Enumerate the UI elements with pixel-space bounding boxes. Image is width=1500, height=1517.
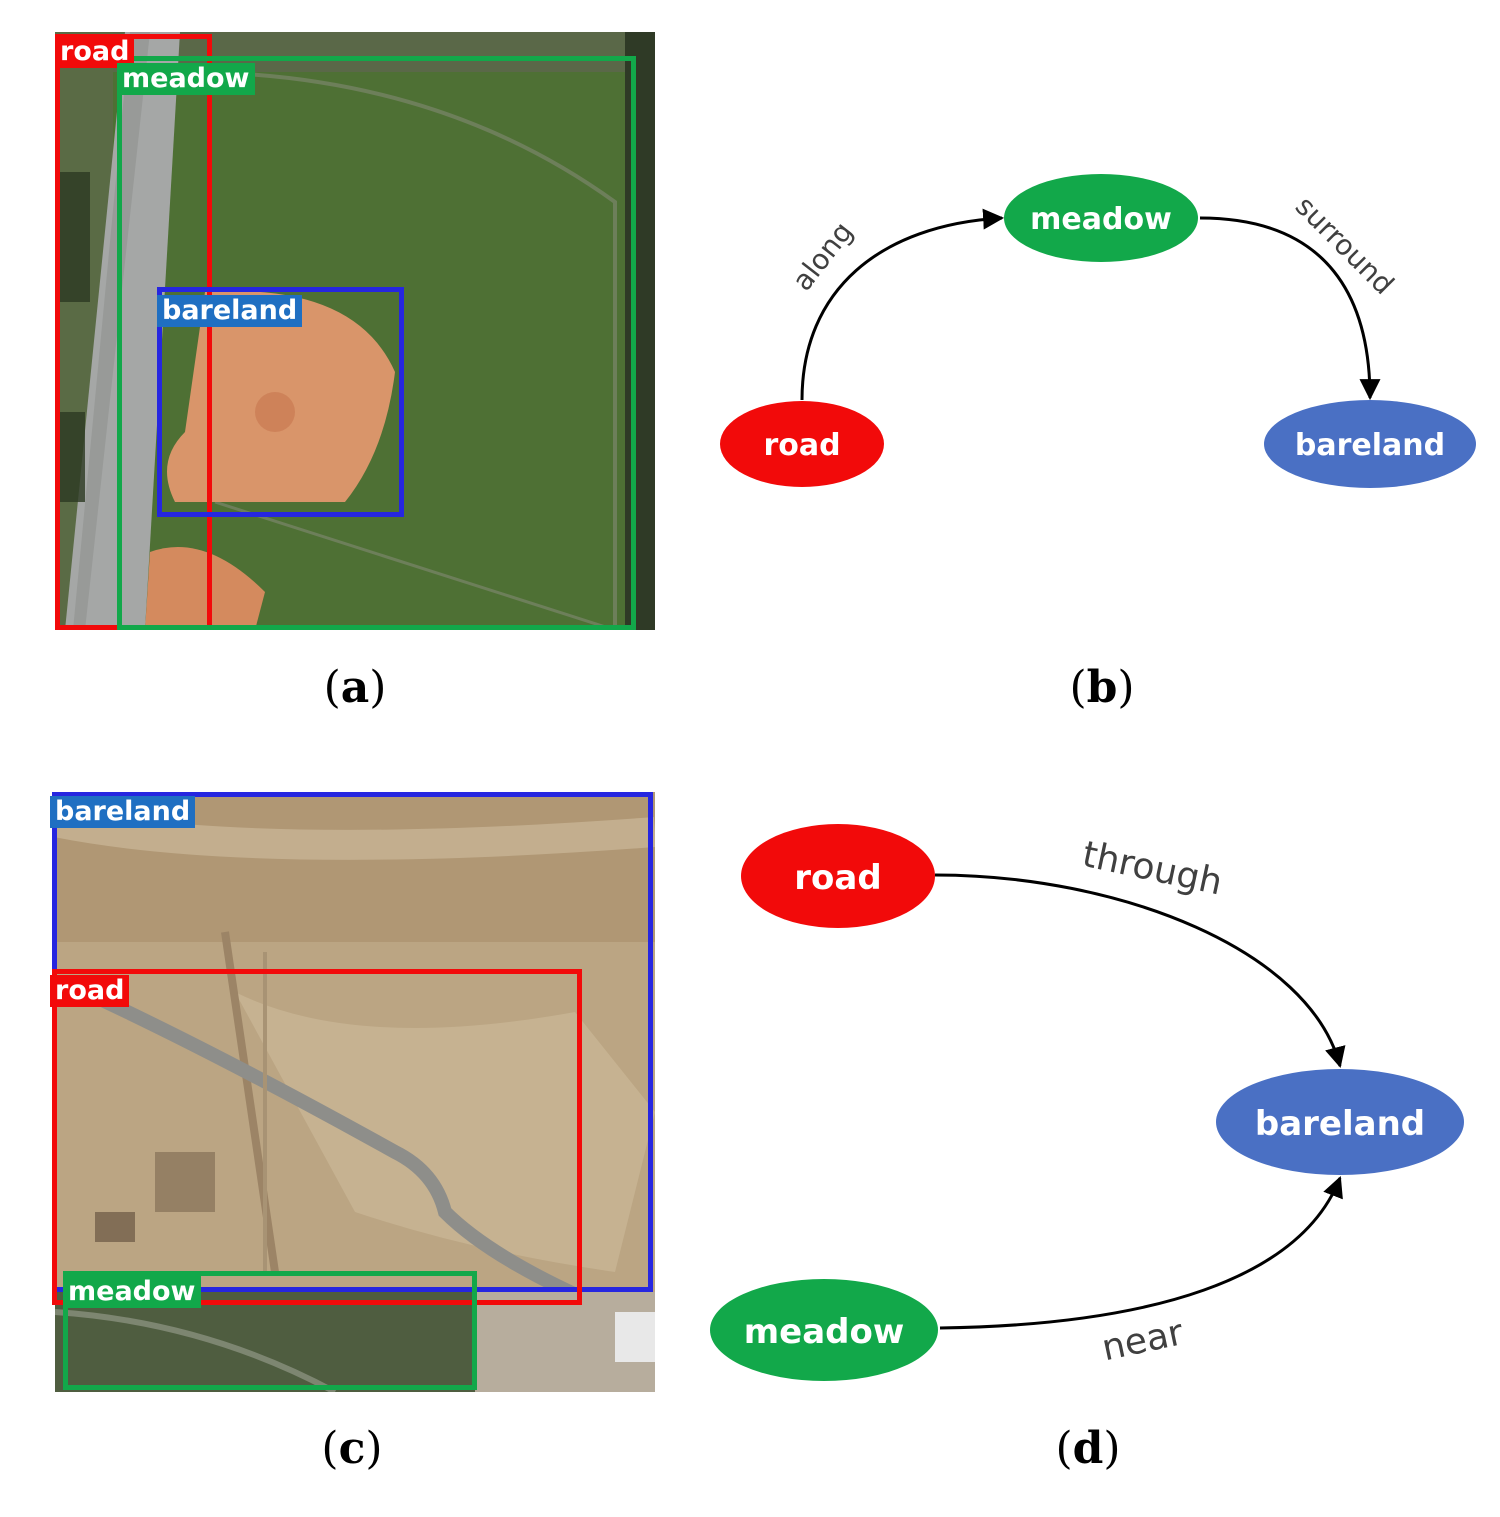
bbox-meadow-c [63, 1271, 477, 1390]
node-bareland-d [1216, 1069, 1464, 1175]
node-meadow-d [710, 1279, 938, 1381]
node-meadow-b [1004, 174, 1198, 262]
edge-along-b-label: along [786, 215, 860, 296]
tag-road-c: road [50, 975, 130, 1007]
tag-bareland-a: bareland [157, 295, 303, 327]
node-road-d [741, 824, 935, 928]
node-road-b-label: road [763, 428, 840, 463]
node-bareland-d-label: bareland [1255, 1104, 1425, 1144]
tag-road-a: road [55, 36, 135, 68]
node-bareland-b-label: bareland [1295, 428, 1445, 463]
edge-surround-b [1199, 216, 1381, 401]
bbox-bareland-a [157, 287, 404, 517]
edge-through-d-label: through [1079, 834, 1226, 904]
bbox-meadow-a [117, 56, 636, 630]
caption-b: (b) [1069, 662, 1135, 713]
graph-d: road bareland meadow through near [710, 824, 1464, 1381]
tag-meadow-a: meadow [117, 63, 255, 95]
tag-meadow-c: meadow [63, 1276, 201, 1308]
edge-along-b [800, 208, 1005, 401]
aerial-photo-a-art [55, 32, 655, 630]
node-meadow-d-label: meadow [744, 1312, 905, 1352]
edge-near-d-label: near [1098, 1312, 1187, 1369]
caption-a: (a) [323, 662, 387, 713]
tag-bareland-c: bareland [50, 796, 196, 828]
node-road-d-label: road [794, 858, 881, 898]
graph-b: road meadow bareland along surround [720, 174, 1476, 488]
caption-d: (d) [1055, 1423, 1121, 1474]
aerial-photo-a [55, 32, 655, 630]
bbox-road-c [52, 969, 582, 1305]
edge-near-d [939, 1176, 1343, 1330]
node-meadow-b-label: meadow [1030, 202, 1172, 237]
caption-c: (c) [321, 1423, 383, 1474]
node-road-b [720, 401, 884, 487]
edge-through-d [934, 873, 1346, 1069]
node-bareland-b [1264, 400, 1476, 488]
